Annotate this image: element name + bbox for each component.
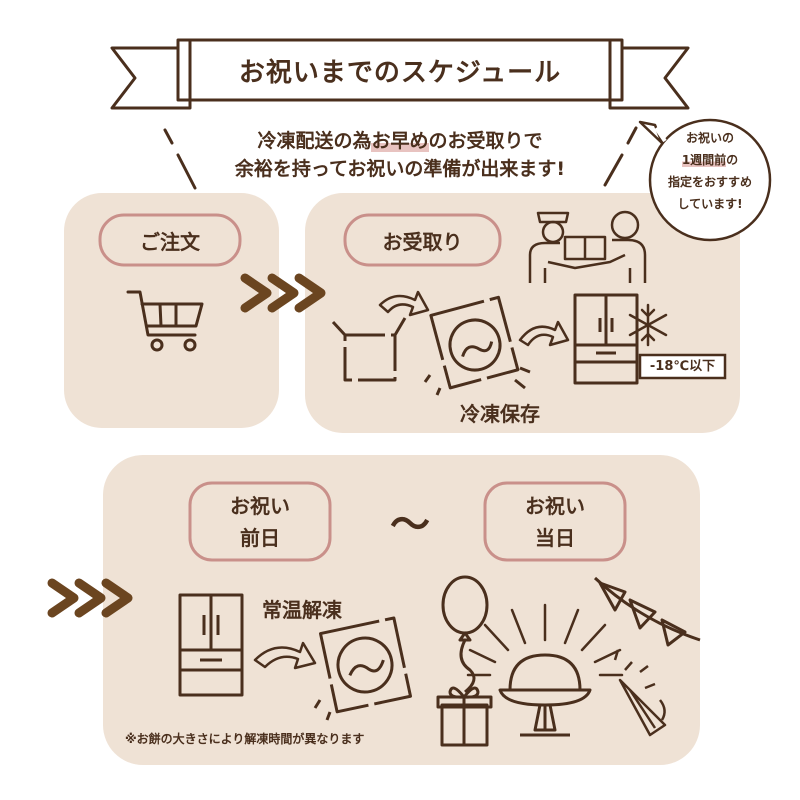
- bubble-line-2b: の: [726, 153, 738, 167]
- subtitle-part-a: 冷凍配送の為: [257, 130, 371, 152]
- bubble-text: お祝いの 1週間前の 指定をおすすめ しています!: [650, 127, 770, 215]
- step-before-day: お祝い 前日: [190, 483, 330, 560]
- thaw-label: 常温解凍: [262, 594, 342, 623]
- step-before-line-2: 前日: [240, 522, 280, 554]
- subtitle-part-c: のお受取りで: [429, 130, 543, 152]
- tilde-mark: 〜: [375, 492, 445, 550]
- page-title: お祝いまでのスケジュール: [190, 40, 610, 100]
- step-day-line-2: 当日: [535, 522, 575, 554]
- subtitle-highlight: お早め: [371, 130, 428, 152]
- freeze-label: 冷凍保存: [460, 398, 540, 427]
- step-celebration-day: お祝い 当日: [485, 483, 625, 560]
- step-receive-label: お受取り: [345, 215, 500, 265]
- bubble-line-2: 1週間前の: [650, 149, 770, 171]
- step-order-label: ご注文: [100, 215, 240, 265]
- subtitle-line-2: 余裕を持ってお祝いの準備が出来ます!: [150, 154, 650, 181]
- footnote: ※お餅の大きさにより解凍時間が異なります: [125, 730, 364, 747]
- bubble-line-3: 指定をおすすめ: [650, 171, 770, 193]
- bubble-highlight: 1週間前: [682, 153, 726, 167]
- step-before-line-1: お祝い: [230, 490, 290, 522]
- step-day-line-1: お祝い: [525, 490, 585, 522]
- bubble-line-1: お祝いの: [650, 127, 770, 149]
- bubble-line-4: しています!: [650, 193, 770, 215]
- subtitle-line-1: 冷凍配送の為お早めのお受取りで: [150, 126, 650, 153]
- temperature-label: -18℃以下: [640, 356, 725, 377]
